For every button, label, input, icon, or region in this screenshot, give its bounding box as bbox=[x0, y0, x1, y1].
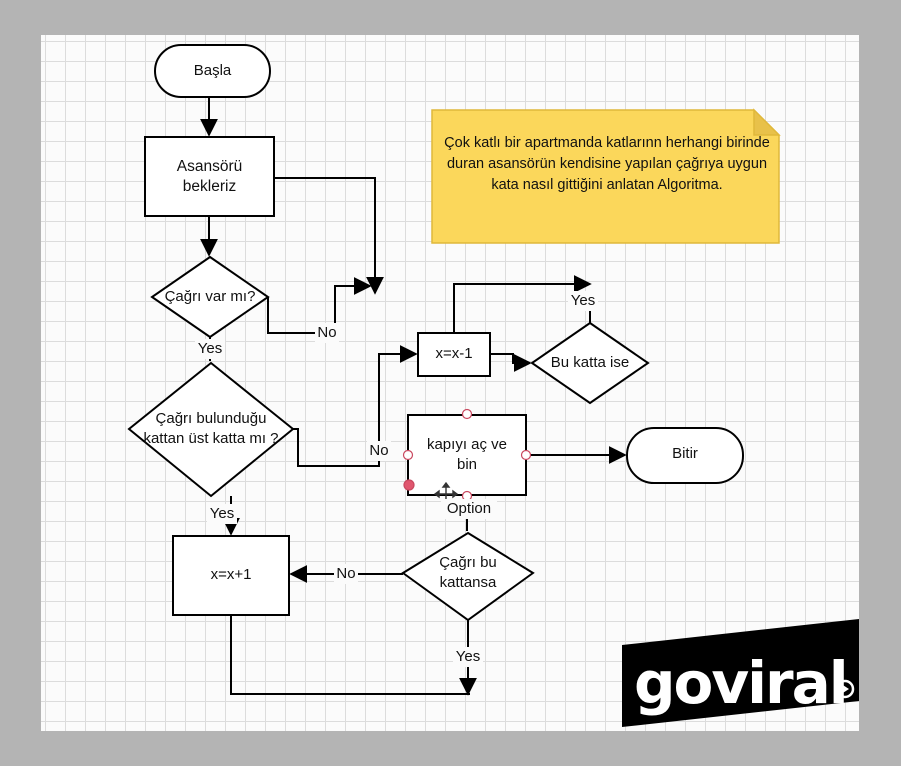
call-this-floor-label: Çağrı bu kattansa bbox=[439, 554, 497, 591]
end-label: Bitir bbox=[672, 445, 698, 462]
on-floor-node[interactable] bbox=[530, 321, 650, 405]
edge-label-yes-on-floor: Yes bbox=[568, 291, 598, 311]
flowchart bbox=[127, 44, 781, 696]
edge-label-yes-call: Yes bbox=[195, 339, 225, 359]
selection-handle-left[interactable] bbox=[402, 449, 414, 461]
sticky-note[interactable] bbox=[431, 109, 780, 244]
sticky-note-fold bbox=[753, 108, 781, 136]
selection-handle-active[interactable] bbox=[403, 479, 415, 491]
call-check-label: Çağrı var mı? bbox=[164, 288, 256, 305]
connector-dec-floor[interactable] bbox=[490, 353, 532, 372]
edge-label-no-call: No bbox=[315, 323, 339, 343]
logo-text: goviral bbox=[634, 649, 847, 717]
end-node[interactable] bbox=[626, 427, 744, 484]
sticky-note-text: Çok katlı bir apartmanda katlarınn herha… bbox=[444, 135, 770, 193]
edge-label-yes-this-floor: Yes bbox=[453, 647, 483, 667]
increment-label: x=x+1 bbox=[210, 566, 252, 583]
on-floor-label: Bu katta ise bbox=[550, 354, 630, 371]
goviral-logo: goviral bbox=[622, 619, 859, 727]
start-node[interactable] bbox=[154, 44, 271, 98]
start-label: Başla bbox=[193, 62, 232, 79]
selection-handle-right[interactable] bbox=[520, 449, 532, 461]
connector-wait-loop[interactable] bbox=[274, 177, 384, 295]
connector-no-above[interactable] bbox=[293, 345, 418, 467]
decrement-label: x=x-1 bbox=[435, 345, 473, 362]
play-icon bbox=[835, 679, 855, 699]
edge-label-no-this-floor: No bbox=[334, 564, 358, 584]
floor-above-label: Çağrı bulunduğu kattan üst katta mı ? bbox=[143, 410, 279, 447]
edge-label-yes-above: Yes bbox=[207, 504, 237, 524]
selection-handle-top[interactable] bbox=[461, 408, 473, 420]
open-door-label: kapıyı aç ve bin bbox=[426, 436, 508, 473]
edge-label-option: Option bbox=[441, 499, 497, 519]
connector-dec-yes[interactable] bbox=[453, 275, 592, 333]
wait-label: Asansörü bekleriz bbox=[176, 158, 243, 195]
edge-label-no-above: No bbox=[367, 441, 391, 461]
wait-node[interactable] bbox=[144, 136, 275, 217]
diagram-canvas[interactable]: Başla Asansörü bekleriz Çağrı var mı? Ça… bbox=[41, 35, 859, 731]
connector-inc-loop[interactable] bbox=[230, 615, 470, 695]
floor-above-node[interactable] bbox=[127, 361, 295, 498]
